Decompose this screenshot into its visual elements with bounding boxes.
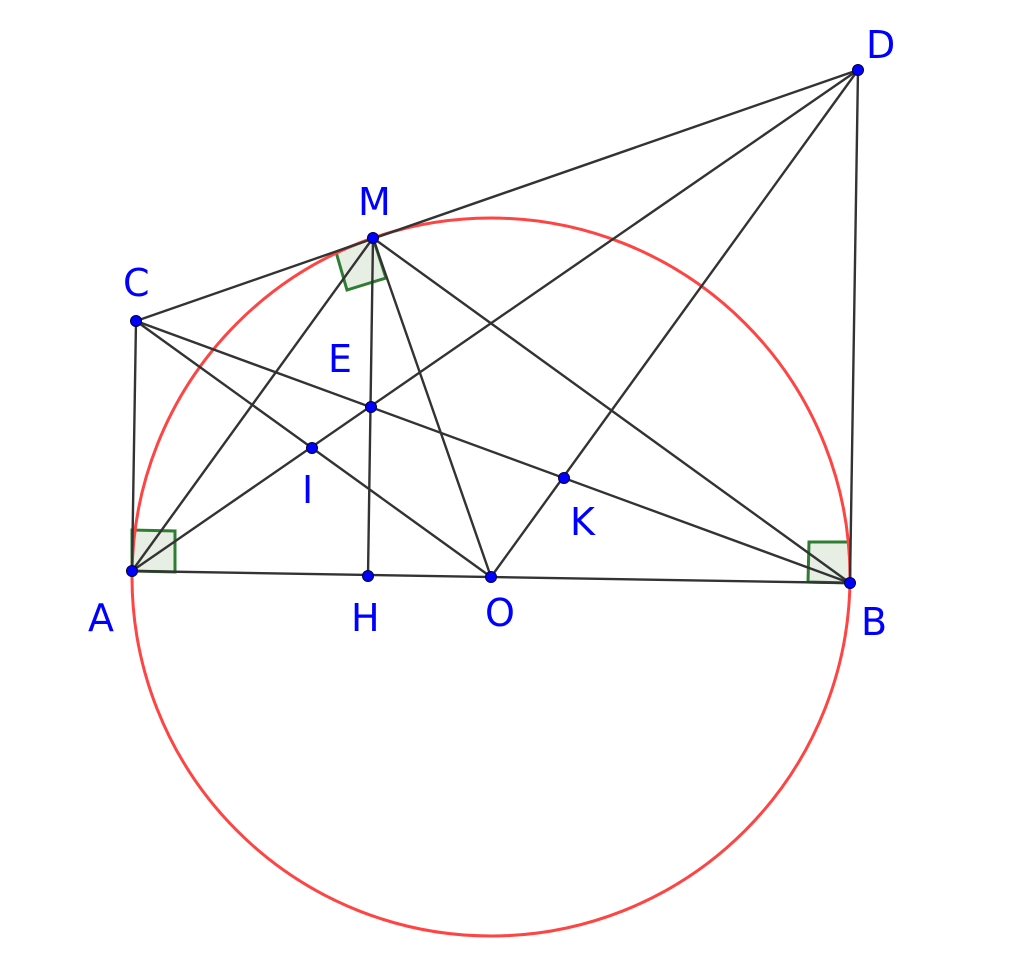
point-b [844, 577, 856, 589]
label-h: H [351, 596, 380, 640]
label-k: K [570, 500, 596, 544]
right-angle-marker-b [806, 540, 852, 585]
point-labels: A B C D M E I K H O [88, 23, 895, 644]
point-o [485, 571, 497, 583]
segment-mo [371, 236, 493, 579]
segment-bd [848, 68, 860, 585]
points [126, 64, 864, 589]
label-e: E [328, 337, 352, 381]
point-m [367, 232, 379, 244]
label-b: B [861, 600, 887, 644]
label-m: M [358, 180, 391, 224]
point-d [852, 64, 864, 76]
right-angle-marker-m [334, 236, 388, 292]
point-e [365, 401, 377, 413]
point-k [558, 472, 570, 484]
segment-ad [130, 68, 860, 573]
label-o: O [485, 591, 515, 635]
label-d: D [866, 23, 895, 67]
label-i: I [302, 468, 313, 512]
segment-cd-tangent [134, 68, 860, 323]
point-i [306, 442, 318, 454]
label-c: C [123, 261, 150, 305]
label-a: A [88, 596, 114, 640]
segment-ac [130, 319, 138, 573]
point-h [362, 570, 374, 582]
point-c [130, 315, 142, 327]
segment-od [489, 68, 860, 579]
segment-cb [134, 319, 852, 585]
point-a [126, 565, 138, 577]
right-angle-markers [130, 236, 852, 585]
